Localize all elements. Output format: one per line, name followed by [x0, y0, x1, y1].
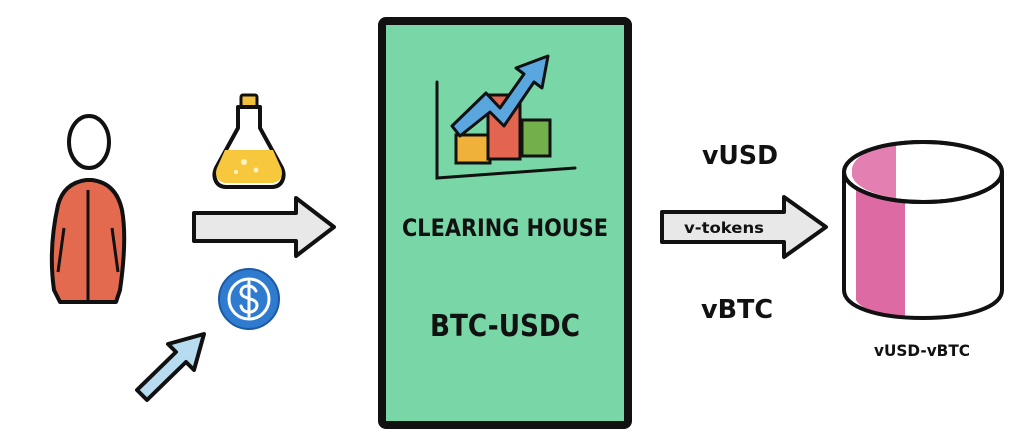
growth-chart-icon: [435, 54, 577, 180]
vusd-token-label: vUSD: [702, 141, 778, 171]
pool-label: vUSD-vBTC: [874, 341, 970, 360]
market-pair-label: BTC-USDC: [430, 309, 580, 344]
v-tokens-label: v-tokens: [684, 219, 764, 237]
person-icon: [49, 114, 127, 304]
database-cylinder-icon: [842, 140, 1004, 321]
clearing-house-title: CLEARING HOUSE: [402, 214, 608, 242]
v-tokens-arrow: v-tokens: [660, 195, 828, 259]
usdc-coin-icon: [218, 268, 280, 330]
coin-deposit-arrow: [135, 332, 206, 402]
flask-icon: [212, 93, 286, 189]
vbtc-token-label: vBTC: [701, 295, 773, 325]
input-arrow: [192, 196, 336, 258]
clearing-house-box: [378, 17, 632, 429]
